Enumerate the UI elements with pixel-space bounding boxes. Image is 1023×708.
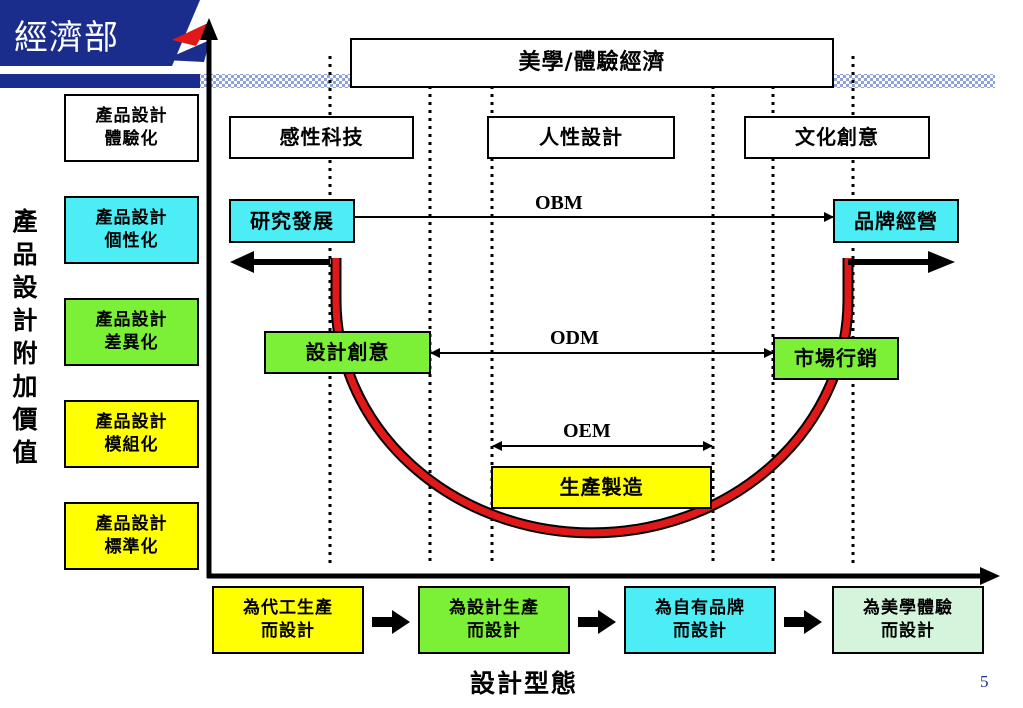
x-axis-label: 設計型態 [470, 669, 579, 698]
design-creativity-box: 設計創意 [264, 331, 431, 374]
logo-text: 經濟部 [14, 18, 119, 58]
y-axis [200, 18, 218, 578]
stage-obm-design: 為自有品牌而設計 [624, 586, 776, 654]
stage-oem-design: 為代工生產而設計 [212, 586, 364, 654]
category-cultural-creativity: 文化創意 [744, 116, 930, 159]
stage-arrows [372, 610, 822, 634]
level-box-modularization: 產品設計模組化 [64, 400, 199, 468]
stage-aesthetic-design: 為美學體驗而設計 [832, 586, 984, 654]
logo-banner [0, 0, 150, 66]
level-box-standardization: 產品設計標準化 [64, 502, 199, 570]
x-axis [207, 567, 1000, 585]
research-development-box: 研究發展 [229, 199, 355, 243]
right-thick-arrow [848, 251, 955, 273]
level-box-experience: 產品設計體驗化 [64, 94, 199, 162]
marketing-box: 市場行銷 [773, 337, 899, 380]
brand-management-box: 品牌經營 [833, 199, 959, 243]
obm-label: OBM [535, 192, 583, 214]
left-thick-arrow [230, 251, 330, 273]
level-box-differentiation: 產品設計差異化 [64, 298, 199, 366]
category-emotional-tech: 感性科技 [229, 116, 414, 159]
level-box-personalization: 產品設計個性化 [64, 196, 199, 264]
y-axis-label: 產品設計附加價值 [12, 207, 38, 467]
top-banner: 美學/體驗經濟 [350, 38, 834, 88]
oem-label: OEM [563, 420, 611, 442]
odm-label: ODM [550, 327, 599, 349]
manufacturing-box: 生產製造 [491, 466, 712, 509]
stage-odm-design: 為設計生產而設計 [418, 586, 570, 654]
page-number: 5 [980, 672, 989, 691]
category-human-design: 人性設計 [487, 116, 675, 159]
